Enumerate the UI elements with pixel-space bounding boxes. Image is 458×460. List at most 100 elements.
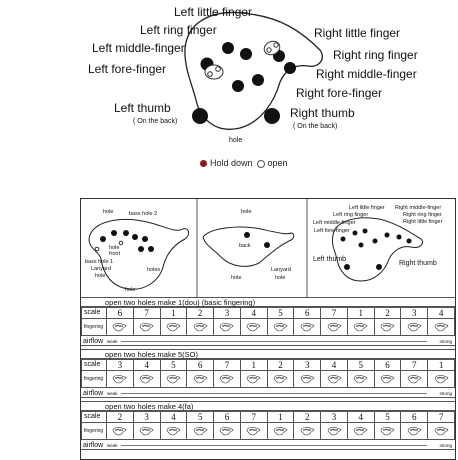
fingering-cell xyxy=(106,318,134,336)
back-hole xyxy=(264,242,270,248)
thumb-hole-left xyxy=(192,108,208,124)
scale-note: 4 xyxy=(159,411,188,423)
scale-note: 2 xyxy=(266,359,295,371)
fingering-cell xyxy=(427,422,455,440)
ocarina-fingering-icon xyxy=(113,375,127,384)
label-right-thumb-note: ( On the back) xyxy=(293,123,337,130)
front-label-hole-lower: hole xyxy=(125,287,135,293)
ocarina-fingering-icon xyxy=(139,375,154,384)
label-right-ring: Right ring finger xyxy=(333,48,418,62)
fingering-cell xyxy=(320,370,348,388)
fingering-cell xyxy=(266,370,295,388)
airflow-weak: weak xyxy=(107,443,118,448)
fingering-chart-panel: hole bass hole 2 front bass hole 1 Lanya… xyxy=(80,198,456,460)
label-left-middle: Left middle-finger xyxy=(92,41,185,55)
small-hole xyxy=(384,232,390,238)
scale-note: 6 xyxy=(373,359,402,371)
airflow-label: airflow xyxy=(83,442,104,449)
fingering-cell xyxy=(159,370,188,388)
scale-note: 2 xyxy=(106,411,134,423)
front-label-front: front xyxy=(109,251,120,257)
back-label-lanyard: Lanyard xyxy=(271,267,291,273)
front-label-lanyard: Lanyard xyxy=(91,266,111,272)
ocarina-fingering-icon xyxy=(407,323,422,332)
hole-reference-diagrams: hole bass hole 2 front bass hole 1 Lanya… xyxy=(85,199,443,297)
scale-note: 3 xyxy=(293,359,322,371)
small-label-right-thumb: Right thumb xyxy=(399,260,437,267)
fingering-cell xyxy=(213,318,241,336)
open-hole xyxy=(207,71,213,77)
fingering-cell xyxy=(320,422,348,440)
front-label-holes: holes xyxy=(147,267,160,273)
front-label-hole: hole xyxy=(103,209,113,215)
scale-note: 5 xyxy=(346,359,375,371)
front-label-hole-bottom: hole xyxy=(95,273,105,279)
scale-note: 7 xyxy=(400,359,429,371)
thumb-hole-right xyxy=(264,108,280,124)
row-header-fingering: fingering xyxy=(81,318,107,336)
back-label-hole-bottom: hole xyxy=(231,275,241,281)
scale-note: 3 xyxy=(213,307,241,319)
ocarina-fingering-icon xyxy=(220,323,234,332)
front-hole xyxy=(123,230,129,236)
small-thumb-hole xyxy=(376,264,382,270)
small-label-left-ring: Left ring finger xyxy=(333,212,368,218)
row-header-scale: scale xyxy=(81,359,107,371)
airflow-arrow xyxy=(121,341,427,342)
legend-hold: Hold down xyxy=(210,158,253,168)
ocarina-fingering-icon xyxy=(273,427,288,436)
fingering-cell xyxy=(346,318,375,336)
fingering-cell xyxy=(373,318,402,336)
ocarina-fingering-icon xyxy=(246,323,261,332)
scale-note: 4 xyxy=(320,359,348,371)
airflow-label: airflow xyxy=(83,390,104,397)
open-hole xyxy=(273,42,279,48)
scale-note: 2 xyxy=(293,411,322,423)
bass-hole-open-pair xyxy=(204,64,224,80)
ocarina-fingering-icon xyxy=(327,323,341,332)
scale-note: 4 xyxy=(132,359,161,371)
fingering-cell xyxy=(293,422,322,440)
ocarina-fingering-icon xyxy=(353,375,368,384)
scale-note: 3 xyxy=(132,411,161,423)
small-hole xyxy=(352,230,358,236)
ocarina-fingering-icon xyxy=(327,427,341,436)
finger-hole xyxy=(284,62,296,74)
ocarina-fingering-icon xyxy=(434,427,448,436)
scale-note: 6 xyxy=(186,359,215,371)
ocarina-fingering-icon xyxy=(407,375,422,384)
scale-note: 5 xyxy=(186,411,215,423)
small-label-right-middle: Right middle-finger xyxy=(395,205,441,211)
back-label-back: back xyxy=(239,243,251,249)
small-label-left-little: Left little finger xyxy=(349,205,385,211)
ocarina-fingering-icon xyxy=(273,375,288,384)
open-hole xyxy=(215,66,221,72)
front-hole-small xyxy=(118,240,124,246)
front-hole-small xyxy=(94,246,100,252)
scale-note: 5 xyxy=(373,411,402,423)
front-hole xyxy=(142,236,148,242)
front-hole xyxy=(132,234,138,240)
scale-note: 4 xyxy=(239,307,268,319)
finger-hole xyxy=(232,80,244,92)
scale-note: 3 xyxy=(320,411,348,423)
fingering-cell xyxy=(400,422,429,440)
label-left-ring: Left ring finger xyxy=(140,23,217,37)
scale-note: 6 xyxy=(293,307,322,319)
label-left-thumb: Left thumb xyxy=(114,101,171,115)
ocarina-fingering-icon xyxy=(327,375,341,384)
ocarina-fingering-icon xyxy=(273,323,288,332)
fingering-cell xyxy=(320,318,348,336)
small-hole xyxy=(362,228,368,234)
airflow-strong: strong xyxy=(439,391,452,396)
scale-note: 1 xyxy=(239,359,268,371)
front-ocarina-outline xyxy=(88,219,190,290)
scale-note: 7 xyxy=(320,307,348,319)
scale-note: 5 xyxy=(266,307,295,319)
ocarina-fingering-icon xyxy=(166,427,181,436)
small-hole xyxy=(406,238,412,244)
small-hole xyxy=(396,234,402,240)
front-label-bass-hole-2: bass hole 2 xyxy=(129,211,157,217)
